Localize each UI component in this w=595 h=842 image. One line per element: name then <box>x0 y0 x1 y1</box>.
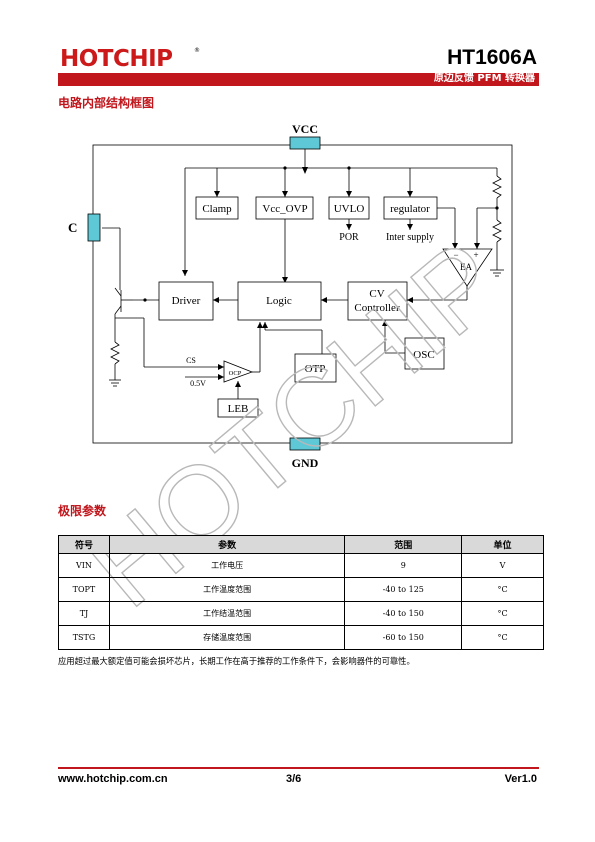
document-version: Ver1.0 <box>504 773 537 785</box>
c-pin <box>87 213 101 242</box>
header-parameter: 参数 <box>108 535 346 554</box>
cell-unit: V <box>461 553 544 578</box>
cell-parameter: 工作结温范围 <box>108 601 346 626</box>
leb-block <box>217 398 259 418</box>
ea-plus-label: + <box>473 250 478 260</box>
uvlo-label: UVLO <box>334 203 365 215</box>
cs-label: CS <box>186 356 196 365</box>
cell-range: 9 <box>344 553 463 578</box>
cell-range: -40 to 150 <box>344 601 463 626</box>
cell-unit: °C <box>461 577 544 602</box>
block-diagram-title: 电路内部结构框图 <box>58 96 155 110</box>
vcc-pin <box>289 136 321 150</box>
osc-label: OSC <box>413 349 434 361</box>
table-row: TJ 工作结温范围 -40 to 150 °C <box>58 601 544 626</box>
cell-parameter: 工作电压 <box>108 553 346 578</box>
part-number: HT1606A <box>447 46 537 69</box>
table-row: VIN 工作电压 9 V <box>58 553 544 578</box>
vref-label: 0.5V <box>190 379 206 388</box>
controller-label: Controller <box>354 302 400 314</box>
ea-label: EA <box>460 262 472 272</box>
table-row: TSTG 存储温度范围 -60 to 150 °C <box>58 625 544 650</box>
gnd-pin <box>289 437 321 451</box>
ea-minus-label: − <box>453 250 458 260</box>
table-row: TOPT 工作温度范围 -40 to 125 °C <box>58 577 544 602</box>
cell-unit: °C <box>461 601 544 626</box>
cell-parameter: 工作温度范围 <box>108 577 346 602</box>
vcc-pin-label: VCC <box>292 122 318 136</box>
cell-parameter: 存储温度范围 <box>108 625 346 650</box>
block-diagram: VCC GND C Clamp Vcc_OVP UVLO regulator D… <box>68 122 513 470</box>
header-bar <box>58 73 539 86</box>
limits-title: 极限参数 <box>58 504 107 518</box>
logic-label: Logic <box>266 295 292 307</box>
ea-amplifier <box>442 248 493 287</box>
ocp-label: OCP <box>229 370 242 377</box>
ocp-comparator <box>223 360 254 383</box>
cell-symbol: VIN <box>58 553 110 578</box>
uvlo-block <box>328 196 370 220</box>
table-header-row: 符号 参数 范围 单位 <box>58 535 544 554</box>
cell-range: -40 to 125 <box>344 577 463 602</box>
ratings-note: 应用超过最大额定值可能会损坏芯片，长期工作在高于推荐的工作条件下，会影响器件的可… <box>58 656 415 666</box>
clamp-block <box>195 196 239 220</box>
header-range: 范围 <box>344 535 463 554</box>
page-number: 3/6 <box>286 773 302 785</box>
cell-symbol: TSTG <box>58 625 110 650</box>
registered-mark: ® <box>194 47 200 54</box>
driver-block <box>158 281 214 321</box>
product-subtitle: 原边反馈 PFM 转换器 <box>433 73 535 84</box>
footer-website-link[interactable]: www.hotchip.com.cn <box>58 773 168 785</box>
osc-block <box>404 337 445 370</box>
vcc-ovp-block <box>255 196 314 220</box>
company-logo: HOTCHIP <box>60 46 200 72</box>
otp-block <box>294 353 337 383</box>
logic-block <box>237 281 322 321</box>
inter-supply-label: Inter supply <box>386 232 434 243</box>
otp-label: OTP <box>305 363 326 375</box>
c-pin-label: C <box>68 220 77 235</box>
cell-symbol: TOPT <box>58 577 110 602</box>
logo-text: HOTCHIP <box>60 46 173 72</box>
footer-rule <box>58 767 539 769</box>
driver-label: Driver <box>172 295 201 307</box>
cell-range: -60 to 150 <box>344 625 463 650</box>
regulator-block <box>383 196 438 220</box>
por-label: POR <box>339 232 359 243</box>
regulator-label: regulator <box>390 203 430 215</box>
leb-label: LEB <box>228 403 249 415</box>
header-symbol: 符号 <box>58 535 110 554</box>
gnd-pin-label: GND <box>292 456 319 470</box>
cv-label: CV <box>369 288 384 300</box>
vcc-ovp-label: Vcc_OVP <box>262 203 307 215</box>
cell-unit: °C <box>461 625 544 650</box>
clamp-label: Clamp <box>202 203 232 215</box>
cell-symbol: TJ <box>58 601 110 626</box>
cv-controller-block <box>347 281 408 321</box>
absolute-max-ratings-table: 符号 参数 范围 单位 VIN 工作电压 9 V TOPT 工作温度范围 -40… <box>58 535 544 650</box>
header-unit: 单位 <box>461 535 544 554</box>
